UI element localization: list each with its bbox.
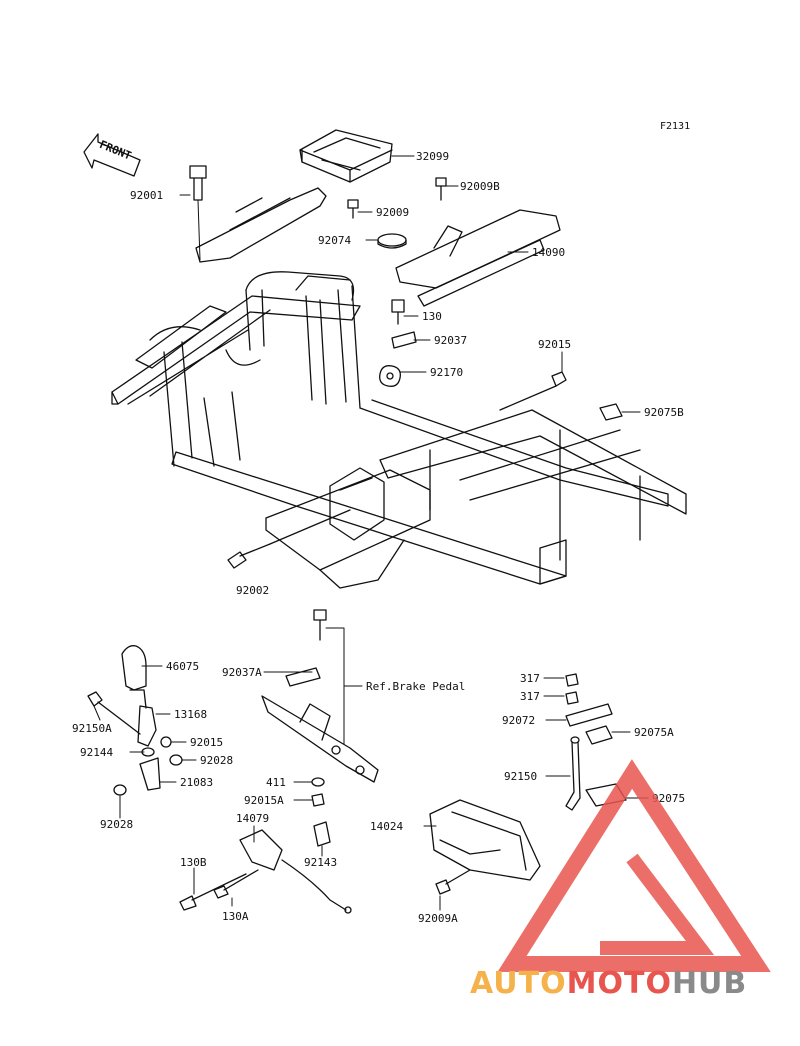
bolt-92009B	[435, 177, 447, 201]
part-label-92075B: 92075B	[644, 406, 684, 419]
strap-92037A	[285, 667, 321, 687]
cable-14079-drawing	[239, 829, 352, 914]
pad-92075	[585, 783, 627, 807]
part-label-92150: 92150	[504, 770, 537, 783]
part-label-14090: 14090	[532, 246, 565, 259]
reference-note: Ref.Brake Pedal	[366, 680, 465, 693]
part-label-130: 130	[422, 310, 442, 323]
bolt-130	[391, 299, 405, 325]
part-label-92037: 92037	[434, 334, 467, 347]
part-label-46075: 46075	[166, 660, 199, 673]
knob-46075	[121, 645, 147, 709]
part-label-130B: 130B	[180, 856, 207, 869]
automotohub-logo: AUTOMOTOHUB	[470, 759, 771, 1001]
part-label-92072: 92072	[502, 714, 535, 727]
part-label-317-a: 317	[520, 672, 540, 685]
svg-text:AUTOMOTOHUB: AUTOMOTOHUB	[470, 966, 747, 1001]
bracket-21083	[139, 757, 161, 791]
part-label-92150A: 92150A	[72, 722, 112, 735]
brake-pedal-arm-drawing	[261, 695, 379, 783]
part-label-13168: 13168	[174, 708, 207, 721]
part-label-92075: 92075	[652, 792, 685, 805]
strap-92072	[565, 703, 613, 727]
part-label-14079: 14079	[236, 812, 269, 825]
watermark-hub: HUB	[672, 966, 747, 1001]
bracket-front-drawing	[195, 187, 327, 263]
part-label-92001: 92001	[130, 189, 163, 202]
bolt-92150A	[87, 691, 141, 735]
plate-14090-drawing	[395, 209, 561, 307]
bushing-92028-b	[113, 784, 127, 796]
bolt-92009	[347, 199, 359, 219]
part-label-92170: 92170	[430, 366, 463, 379]
nut-92015-lever	[160, 736, 172, 748]
part-label-92015-top: 92015	[538, 338, 571, 351]
part-label-14024: 14024	[370, 820, 403, 833]
bolt-92009A	[435, 869, 471, 895]
bolt-130A	[213, 869, 259, 899]
part-label-411: 411	[266, 776, 286, 789]
watermark-moto: MOTO	[567, 966, 672, 1001]
part-label-92015A: 92015A	[244, 794, 284, 807]
cover-32099-drawing	[299, 129, 393, 183]
strap-92037	[391, 331, 417, 349]
lever-13168	[137, 705, 157, 747]
washer-411	[311, 777, 325, 787]
clamp-92170	[379, 365, 401, 387]
part-label-92143: 92143	[304, 856, 337, 869]
main-frame-drawing	[111, 271, 687, 589]
bolt-92001	[189, 165, 207, 201]
nut-317-a	[565, 673, 579, 687]
part-label-92075A: 92075A	[634, 726, 674, 739]
part-labels: 32099 92009B 92009 92001 92074 14090 130…	[72, 150, 685, 925]
part-label-92009B: 92009B	[460, 180, 500, 193]
part-label-92002: 92002	[236, 584, 269, 597]
bolt-92002	[227, 509, 351, 569]
figure-code: F2131	[660, 121, 690, 132]
front-arrow-icon	[83, 133, 141, 177]
rod-92150	[565, 736, 581, 811]
part-label-92037A: 92037A	[222, 666, 262, 679]
part-label-130A: 130A	[222, 910, 249, 923]
nut-92015A	[311, 793, 325, 807]
bolt-130B	[179, 873, 247, 911]
part-label-92074: 92074	[318, 234, 351, 247]
part-label-92144: 92144	[80, 746, 113, 759]
part-label-92009A: 92009A	[418, 912, 458, 925]
part-label-92028-a: 92028	[200, 754, 233, 767]
pad-92075A	[585, 725, 613, 745]
bolt-92037A-top	[313, 609, 327, 641]
part-label-92009: 92009	[376, 206, 409, 219]
triangle-logo-icon	[497, 759, 771, 972]
nut-317-b	[565, 691, 579, 705]
part-label-317-b: 317	[520, 690, 540, 703]
part-label-92028-b: 92028	[100, 818, 133, 831]
sleeve-92143	[313, 821, 331, 847]
part-label-21083: 21083	[180, 776, 213, 789]
pad-92075B	[599, 403, 623, 421]
leader-lines	[93, 155, 649, 911]
guard-14024-drawing	[429, 799, 541, 881]
nut-92015-top	[499, 371, 567, 411]
part-label-92015-lever: 92015	[190, 736, 223, 749]
bushing-92028-a	[169, 754, 183, 766]
part-label-32099: 32099	[416, 150, 449, 163]
grommet-92074	[377, 233, 407, 249]
watermark-auto: AUTO	[470, 966, 567, 1001]
